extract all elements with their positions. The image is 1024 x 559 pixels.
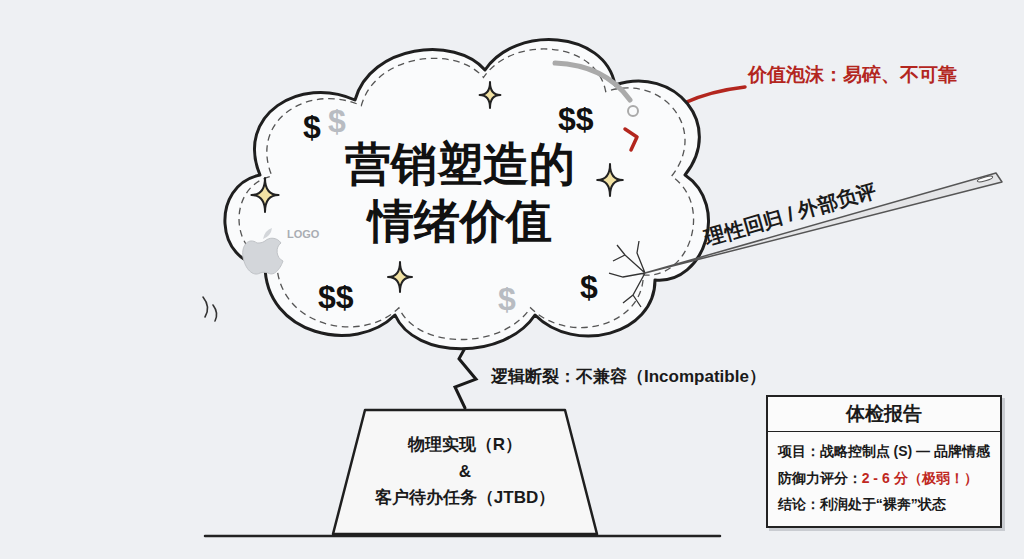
dollar-sign: $ (328, 102, 346, 140)
base-text: 客户待办任务（JTBD） (375, 485, 555, 511)
dollar-sign: $ (580, 268, 598, 306)
dollar-sign: $$ (318, 278, 354, 316)
report-row: 项目：战略控制点 (S) — 品牌情感 (778, 438, 990, 465)
trapezoid-base: 物理实现（R）&客户待办任务（JTBD） (325, 408, 605, 536)
cloud-bubble: 营销塑造的 情绪价值 (205, 15, 715, 375)
report-heading: 体检报告 (768, 401, 1000, 432)
lightning-bolt (455, 348, 476, 408)
apple-logo (243, 238, 283, 274)
crack-lines (609, 241, 645, 307)
report-field: 项目：战略控制点 (S) — 品牌情感 (778, 443, 990, 459)
gloss-dot (628, 106, 638, 116)
callout-text: 价值泡沫：易碎、不可靠 (748, 64, 957, 87)
base-text: 物理实现（R） (408, 432, 522, 458)
report-row: 结论：利润处于“裸奔”状态 (778, 491, 990, 518)
base-text: & (459, 459, 471, 485)
pointer-arrowhead (625, 129, 637, 150)
needle (645, 173, 1002, 273)
report-row: 防御力评分：2 - 6 分（极弱！） (778, 465, 990, 492)
gloss-highlight (555, 63, 630, 100)
wobble-marks (203, 297, 217, 321)
logo-text: LOGO (287, 228, 319, 241)
cloud-dashed-inner (239, 49, 694, 340)
sparkle (388, 262, 412, 292)
sparkle (251, 178, 278, 212)
cloud-border (225, 40, 709, 349)
dollar-sign: $$ (558, 100, 594, 138)
sparkle (597, 164, 623, 196)
dollar-sign: $ (303, 108, 321, 146)
report-field: 防御力评分： (778, 470, 862, 486)
score-value: 2 - 6 分（极弱！） (862, 470, 978, 486)
apple-leaf (263, 228, 272, 239)
trapezoid-fill (333, 410, 597, 534)
report-card: 体检报告项目：战略控制点 (S) — 品牌情感防御力评分：2 - 6 分（极弱！… (766, 395, 1002, 528)
report-field: 结论：利润处于“裸奔”状态 (778, 496, 946, 512)
needle-eye (977, 175, 993, 183)
lightning-connector (455, 348, 476, 408)
dollar-sign: $ (498, 280, 516, 318)
edge-label: 逻辑断裂：不兼容（Incompatible） (489, 367, 768, 387)
cloud-title: 营销塑造的 情绪价值 (205, 136, 715, 251)
sparkle (480, 82, 501, 108)
